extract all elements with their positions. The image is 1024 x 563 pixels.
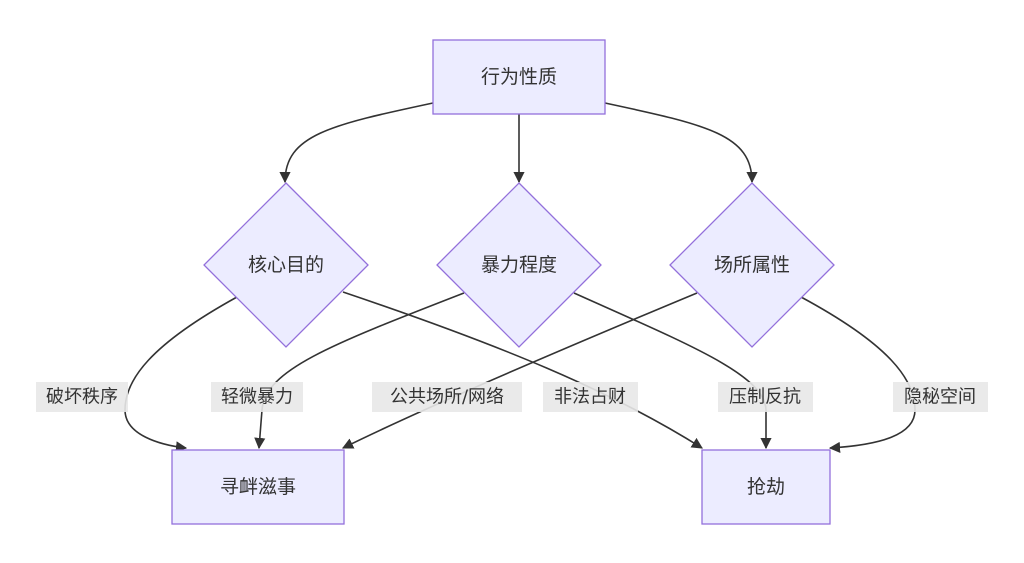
node-nature: 行为性质 xyxy=(432,39,606,115)
edge-label-text: 破坏秩序 xyxy=(46,387,118,408)
node-nature-label: 行为性质 xyxy=(481,66,557,88)
node-robbery: 抢劫 xyxy=(701,449,831,525)
edge-venue-provoking xyxy=(341,292,698,449)
edge-label-violence-robbery: 压制反抗 xyxy=(718,382,813,412)
edge-label-violence-provoking: 轻微暴力 xyxy=(211,382,303,412)
node-venue-label: 场所属性 xyxy=(714,254,790,276)
edge-label-text: 公共场所/网络 xyxy=(390,387,504,408)
edge-purpose-robbery xyxy=(342,291,703,449)
node-violence-label: 暴力程度 xyxy=(481,254,557,276)
edge-label-purpose-provoking: 破坏秩序 xyxy=(36,382,128,412)
edge-label-venue-provoking: 公共场所/网络 xyxy=(372,382,522,412)
edge-label-venue-robbery: 隐秘空间 xyxy=(893,382,988,412)
edge-venue-robbery xyxy=(800,296,916,453)
node-purpose-label: 核心目的 xyxy=(248,254,324,276)
edge-nature-venue xyxy=(604,102,758,184)
edge-label-text: 轻微暴力 xyxy=(221,387,293,408)
edge-label-text: 压制反抗 xyxy=(729,387,801,408)
edge-label-text: 非法占财 xyxy=(554,387,626,408)
edge-label-text: 隐秘空间 xyxy=(904,387,976,408)
node-venue: 场所属性 xyxy=(669,182,835,348)
edge-label-purpose-robbery: 非法占财 xyxy=(543,382,638,412)
node-purpose: 核心目的 xyxy=(203,182,369,348)
edge-nature-purpose xyxy=(279,102,434,184)
node-violence: 暴力程度 xyxy=(436,182,602,348)
edge-purpose-provoking xyxy=(124,296,238,453)
node-provoking-label: 寻衅滋事 xyxy=(220,476,296,498)
node-provoking: 寻衅滋事 xyxy=(171,449,345,525)
node-robbery-label: 抢劫 xyxy=(747,476,785,498)
